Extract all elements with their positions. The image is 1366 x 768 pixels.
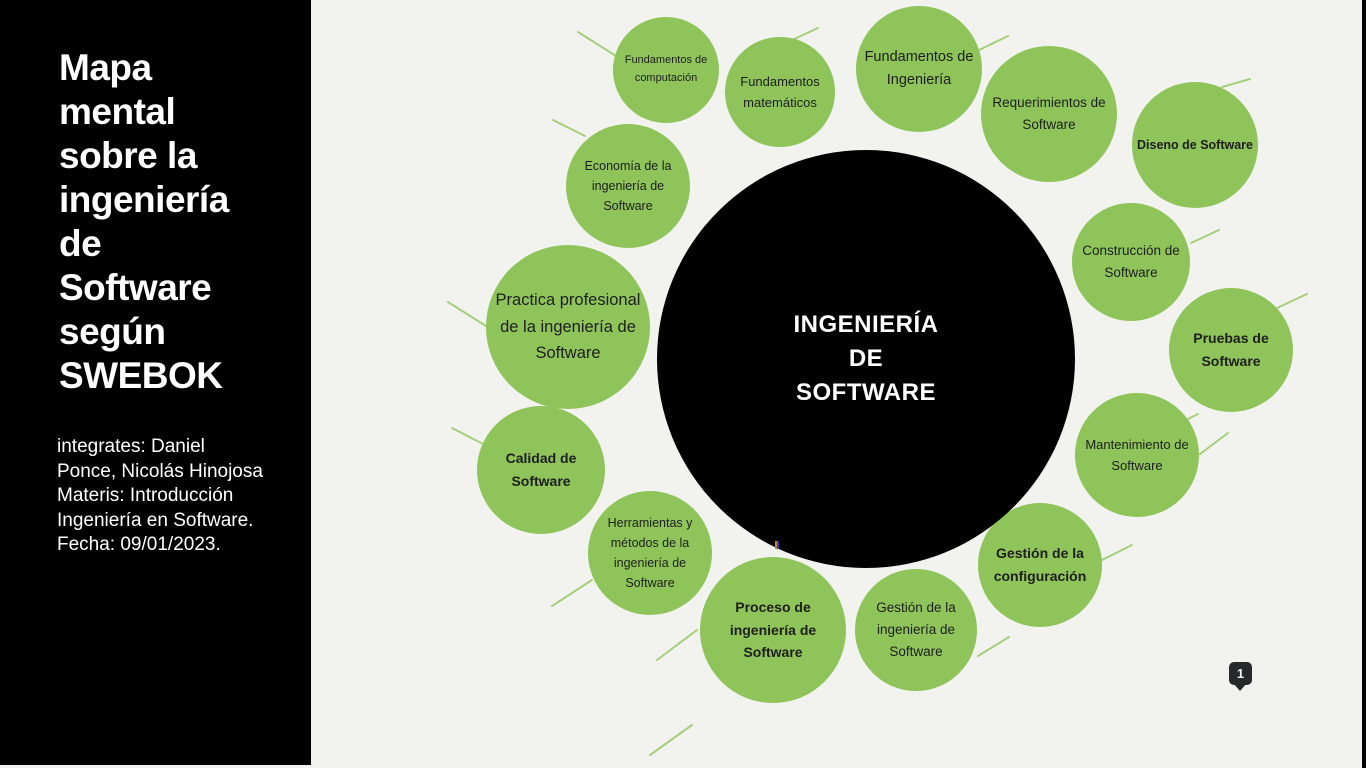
branch-line bbox=[974, 35, 1009, 53]
branch-line bbox=[649, 724, 693, 756]
mindmap-node-label: Gestión de la configuración bbox=[993, 545, 1087, 584]
mindmap-node-economia-de-la-ingenieria-de-software: Economía de la ingeniería de Software bbox=[566, 124, 690, 248]
right-edge-bar bbox=[1362, 0, 1366, 768]
mindmap-node-practica-profesional-de-la-ingenieria-de-s: Practica profesional de la ingeniería de… bbox=[486, 245, 650, 409]
mindmap-node-calidad-de-software: Calidad de Software bbox=[477, 406, 605, 534]
mindmap-node-label: Construcción de Software bbox=[1082, 243, 1180, 280]
authors-info: integrates: Daniel Ponce, Nicolás Hinojo… bbox=[57, 436, 263, 555]
mindmap-node-proceso-de-ingenieria-de-software: Proceso de ingeniería de Software bbox=[700, 557, 846, 703]
page-number-badge: 1 bbox=[1229, 662, 1252, 691]
mindmap-node-construccion-de-software: Construcción de Software bbox=[1072, 203, 1190, 321]
mindmap-node-label: Economía de la ingeniería de Software bbox=[584, 158, 672, 214]
mindmap-node-mantenimiento-de-software: Mantenimiento de Software bbox=[1075, 393, 1199, 517]
mindmap-node-label: Diseno de Software bbox=[1137, 137, 1253, 152]
mindmap-node-label: Proceso de ingeniería de Software bbox=[729, 598, 817, 661]
mindmap-node-fundamentos-matematicos: Fundamentos matemáticos bbox=[725, 37, 835, 147]
branch-line bbox=[577, 31, 617, 57]
badge-pointer bbox=[1233, 683, 1247, 691]
branch-line bbox=[1276, 293, 1308, 309]
mindmap-node-diseno-de-software: Diseno de Software bbox=[1132, 82, 1258, 208]
mindmap-node-label: Mantenimiento de Software bbox=[1085, 436, 1189, 473]
mindmap-node-label: Herramientas y métodos de la ingeniería … bbox=[607, 515, 693, 591]
branch-line bbox=[977, 636, 1010, 657]
mindmap-node-label: Fundamentos de computación bbox=[624, 54, 708, 84]
mindmap-node-pruebas-de-software: Pruebas de Software bbox=[1169, 288, 1293, 412]
branch-line bbox=[1221, 78, 1251, 88]
sidebar: Mapa mental sobre la ingeniería de Softw… bbox=[0, 0, 311, 765]
branch-line bbox=[451, 427, 488, 447]
mindmap-node-label: Pruebas de Software bbox=[1193, 330, 1269, 369]
branch-lines bbox=[447, 27, 1308, 756]
page-number: 1 bbox=[1236, 666, 1245, 681]
branch-line bbox=[1190, 229, 1220, 244]
branch-line bbox=[656, 629, 698, 661]
branch-line bbox=[1101, 544, 1133, 561]
mindmap-node-gestion-de-la-ingenieria-de-software: Gestión de la ingeniería de Software bbox=[855, 569, 977, 691]
branch-line bbox=[1199, 432, 1229, 455]
mindmap-node-label: Requerimientos de Software bbox=[992, 95, 1106, 132]
branch-line bbox=[552, 119, 586, 137]
mindmap-node-herramientas-y-metodos-de-la-ingenieria-de: Herramientas y métodos de la ingeniería … bbox=[588, 491, 712, 615]
stray-cursor-artifact bbox=[775, 541, 779, 549]
mindmap-node-label: Fundamentos de Ingeniería bbox=[864, 48, 974, 88]
mindmap-node-gestion-de-la-configuracion: Gestión de la configuración bbox=[978, 503, 1102, 627]
branch-line bbox=[447, 301, 487, 327]
mindmap-node-fundamentos-de-computacion: Fundamentos de computación bbox=[613, 17, 719, 123]
central-node-label: INGENIERÍA DE SOFTWARE bbox=[793, 311, 939, 406]
mindmap-node-label: Calidad de Software bbox=[505, 450, 577, 489]
mindmap-node-requerimientos-de-software: Requerimientos de Software bbox=[981, 46, 1117, 182]
mindmap-node-label: Gestión de la ingeniería de Software bbox=[876, 600, 956, 659]
central-node: INGENIERÍA DE SOFTWARE bbox=[657, 150, 1075, 568]
branch-line bbox=[791, 27, 819, 41]
mindmap-node-label: Practica profesional de la ingeniería de… bbox=[495, 290, 641, 363]
mindmap-node-fundamentos-de-ingenieria: Fundamentos de Ingeniería bbox=[856, 6, 982, 132]
mindmap-node-label: Fundamentos matemáticos bbox=[740, 73, 820, 110]
slide-title: Mapa mental sobre la ingeniería de Softw… bbox=[59, 47, 229, 396]
branch-line bbox=[551, 579, 593, 607]
